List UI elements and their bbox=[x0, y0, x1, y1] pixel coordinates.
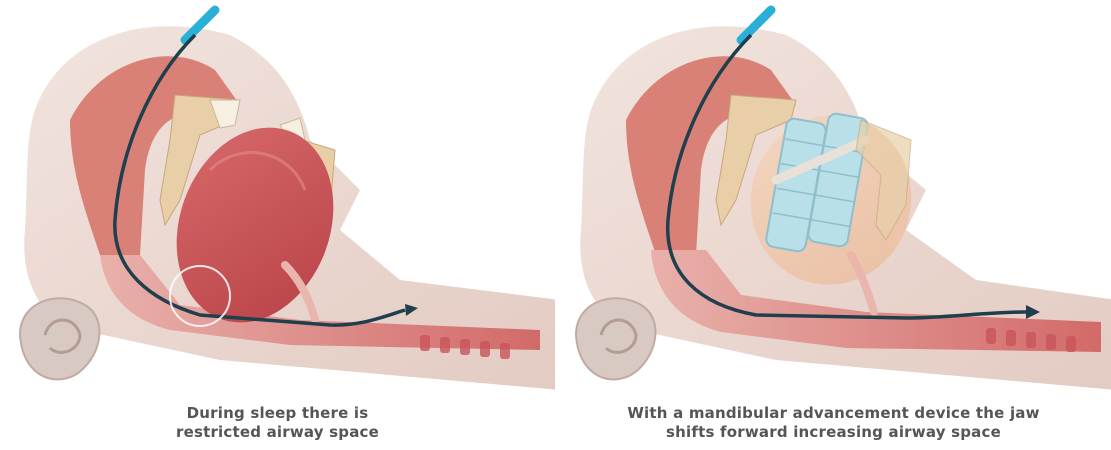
caption-advanced-airway: With a mandibular advancement device the… bbox=[556, 404, 1111, 442]
advanced-airway-illustration bbox=[556, 0, 1111, 398]
panel-advanced-airway: With a mandibular advancement device the… bbox=[556, 0, 1111, 450]
ear bbox=[20, 298, 99, 379]
restricted-airway-illustration bbox=[0, 0, 555, 398]
caption-line-2: restricted airway space bbox=[0, 423, 555, 442]
caption-line-1: With a mandibular advancement device the… bbox=[556, 404, 1111, 423]
caption-line-1: During sleep there is bbox=[0, 404, 555, 423]
caption-restricted-airway: During sleep there is restricted airway … bbox=[0, 404, 555, 442]
panel-restricted-airway: During sleep there is restricted airway … bbox=[0, 0, 555, 450]
ear bbox=[576, 298, 655, 379]
caption-line-2: shifts forward increasing airway space bbox=[556, 423, 1111, 442]
